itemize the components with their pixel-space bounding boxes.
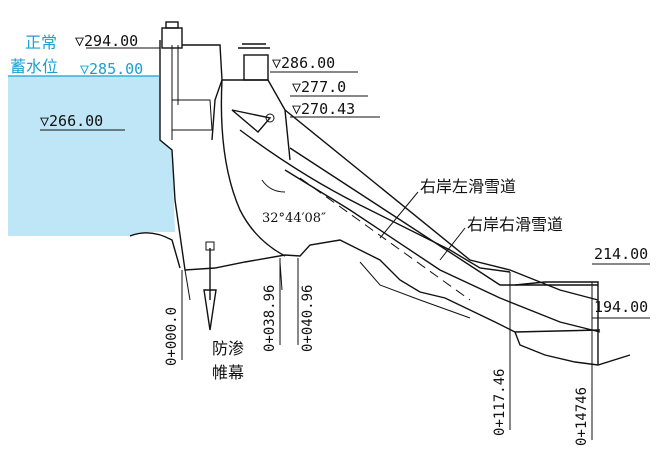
dam-downstream-curve [220, 79, 286, 257]
left-chute-label: 右岸左滑雪道 [420, 177, 516, 196]
tail-ground [514, 331, 631, 366]
radial-gate [231, 109, 272, 133]
elevation-crest: ▽294.00 [75, 32, 138, 50]
dam-upper-face [182, 44, 223, 141]
curtain-top [205, 241, 215, 251]
normal-level-label-2: 蓄水位 [10, 57, 58, 76]
elevation-spillway-top: ▽286.00 [272, 54, 335, 72]
chute-centerline [299, 177, 471, 301]
station-label-147: 0+14746 [574, 387, 590, 446]
dam-inner-column [171, 45, 179, 140]
chute-floor [284, 169, 601, 333]
reservoir-water [8, 76, 175, 236]
left-chute-leader [379, 191, 419, 239]
station-label-38: 0+038.96 [262, 285, 278, 352]
right-chute-top [289, 147, 598, 286]
elevation-upstream-water: ▽266.00 [40, 112, 103, 130]
left-chute-top [284, 109, 599, 301]
spillway-roof [222, 79, 291, 161]
crest-cap [165, 21, 179, 29]
spillway-pier [243, 54, 269, 81]
elevation-270: ▽270.43 [292, 100, 355, 118]
station-label-40: 0+040.96 [300, 285, 316, 352]
elevation-214: 214.00 [594, 245, 648, 263]
angle-arc [261, 179, 286, 193]
normal-level-label-1: 正常 [25, 33, 57, 52]
right-chute-label: 右岸右滑雪道 [467, 215, 563, 234]
left-chute-bottom [239, 129, 511, 273]
station-label-117: 0+117.46 [492, 369, 508, 436]
dam-gallery [172, 99, 213, 131]
gate-pivot [265, 113, 275, 123]
curtain-drill [203, 289, 217, 331]
curtain-label-2: 帷幕 [212, 363, 244, 382]
station-label-0: 0+000.0 [164, 307, 180, 366]
angle-label: 32°44′08″ [262, 211, 326, 226]
elevation-194: 194.00 [594, 298, 648, 316]
tail-pool [514, 281, 599, 365]
elevation-normal-pool: ▽285.00 [80, 60, 143, 78]
curtain-label-1: 防渗 [212, 339, 244, 358]
elevation-277: ▽277.0 [292, 78, 346, 96]
right-chute-leader [439, 227, 466, 261]
upstream-ground [129, 232, 181, 269]
foundation-ground [184, 261, 471, 319]
dam-body [159, 40, 601, 333]
spillway-cap [238, 43, 270, 49]
